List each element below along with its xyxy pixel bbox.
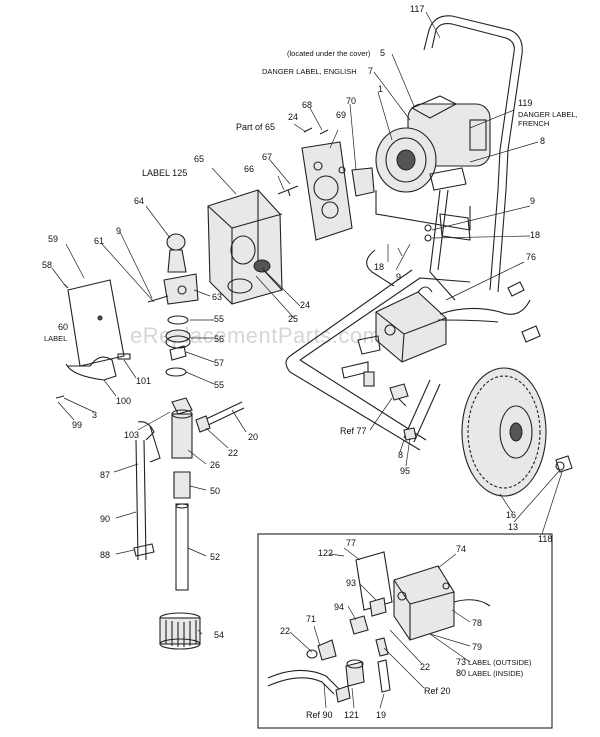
callout-63: 63 (212, 292, 222, 302)
callout-118: 118 (538, 534, 552, 544)
callout-99: 99 (72, 420, 82, 430)
callout-94: 94 (334, 602, 344, 612)
callout-5: 5 (380, 48, 385, 58)
packing-stack (165, 315, 191, 377)
callout-101: 101 (136, 376, 151, 386)
callout-69: 69 (336, 110, 346, 120)
callout-87: 87 (100, 470, 110, 480)
callout-55-lower: 55 (214, 380, 224, 390)
callout-26: 26 (210, 460, 220, 470)
callout-8-lower: 8 (398, 450, 403, 460)
callout-label-125: LABEL 125 (142, 168, 187, 178)
callout-122: 122 (318, 548, 333, 558)
callout-90: 90 (100, 514, 110, 524)
callout-9-mid: 9 (396, 272, 401, 282)
callout-95: 95 (400, 466, 410, 476)
callout-73-note: LABEL (OUTSIDE) (468, 658, 532, 667)
callout-70: 70 (346, 96, 356, 106)
callout-58: 58 (42, 260, 52, 270)
callout-74: 74 (456, 544, 466, 554)
callout-1: 1 (378, 84, 383, 94)
callout-labels: 117 5 (located under the cover) 7 DANGER… (42, 4, 578, 720)
callout-119-note-1: DANGER LABEL, (518, 110, 578, 119)
pump-lower (171, 397, 193, 591)
label-plate (63, 279, 125, 367)
suction-tube (133, 421, 161, 561)
callout-66: 66 (244, 164, 254, 174)
callout-80-note: LABEL (INSIDE) (468, 669, 524, 678)
callout-119-note-2: FRENCH (518, 119, 549, 128)
motor-assembly (375, 95, 491, 242)
callout-80: 80 (456, 668, 466, 678)
callout-55-upper: 55 (214, 314, 224, 324)
callout-8-upper: 8 (540, 136, 545, 146)
callout-60-note: LABEL (44, 334, 67, 343)
callout-9-right: 9 (530, 196, 535, 206)
callout-3: 3 (92, 410, 97, 420)
callout-24-mid: 24 (300, 300, 310, 310)
callout-9-left: 9 (116, 226, 121, 236)
front-cover (277, 127, 375, 241)
leader-lines (51, 11, 563, 709)
callout-56: 56 (214, 334, 224, 344)
callout-64: 64 (134, 196, 144, 206)
callout-24-upper: 24 (288, 112, 298, 122)
callout-103: 103 (124, 430, 139, 440)
callout-121: 121 (344, 710, 359, 720)
callout-68: 68 (302, 100, 312, 110)
callout-119: 119 (518, 98, 532, 108)
callout-19: 19 (376, 710, 386, 720)
callout-78: 78 (472, 618, 482, 628)
callout-13: 13 (508, 522, 518, 532)
callout-22-upper: 22 (228, 448, 238, 458)
callout-7-note: DANGER LABEL, ENGLISH (262, 67, 357, 76)
callout-ref-90: Ref 90 (306, 710, 333, 720)
bracket (55, 353, 131, 399)
callout-100: 100 (116, 396, 131, 406)
callout-77: 77 (346, 538, 356, 548)
callout-18-mid: 18 (374, 262, 384, 272)
callout-57: 57 (214, 358, 224, 368)
callout-20: 20 (248, 432, 258, 442)
callout-73: 73 (456, 657, 466, 667)
callout-93: 93 (346, 578, 356, 588)
callout-117: 117 (410, 4, 424, 14)
connecting-rod (147, 233, 199, 305)
callout-88: 88 (100, 550, 110, 560)
callout-18-right: 18 (530, 230, 540, 240)
callout-60: 60 (58, 322, 68, 332)
callout-71: 71 (306, 614, 316, 624)
inset-detail (257, 533, 553, 729)
callout-79: 79 (472, 642, 482, 652)
callout-76: 76 (526, 252, 536, 262)
callout-61: 61 (94, 236, 104, 246)
wheel (461, 325, 573, 497)
callout-22-inset-right: 22 (420, 662, 430, 672)
callout-ref-20: Ref 20 (424, 686, 451, 696)
callout-22-inset-left: 22 (280, 626, 290, 636)
callout-part-of-65: Part of 65 (236, 122, 275, 132)
strainer (159, 612, 201, 650)
callout-5-note: (located under the cover) (287, 49, 371, 58)
callout-25: 25 (288, 314, 298, 324)
cart-frame (285, 15, 523, 451)
callout-67: 67 (262, 152, 272, 162)
callout-ref-77: Ref 77 (340, 426, 367, 436)
pump-housing (207, 189, 283, 305)
pressure-control-box (341, 281, 531, 441)
callout-16: 16 (506, 510, 516, 520)
callout-59: 59 (48, 234, 58, 244)
callout-65: 65 (194, 154, 204, 164)
callout-50: 50 (210, 486, 220, 496)
callout-52: 52 (210, 552, 220, 562)
callout-54: 54 (214, 630, 224, 640)
callout-7: 7 (368, 66, 373, 76)
